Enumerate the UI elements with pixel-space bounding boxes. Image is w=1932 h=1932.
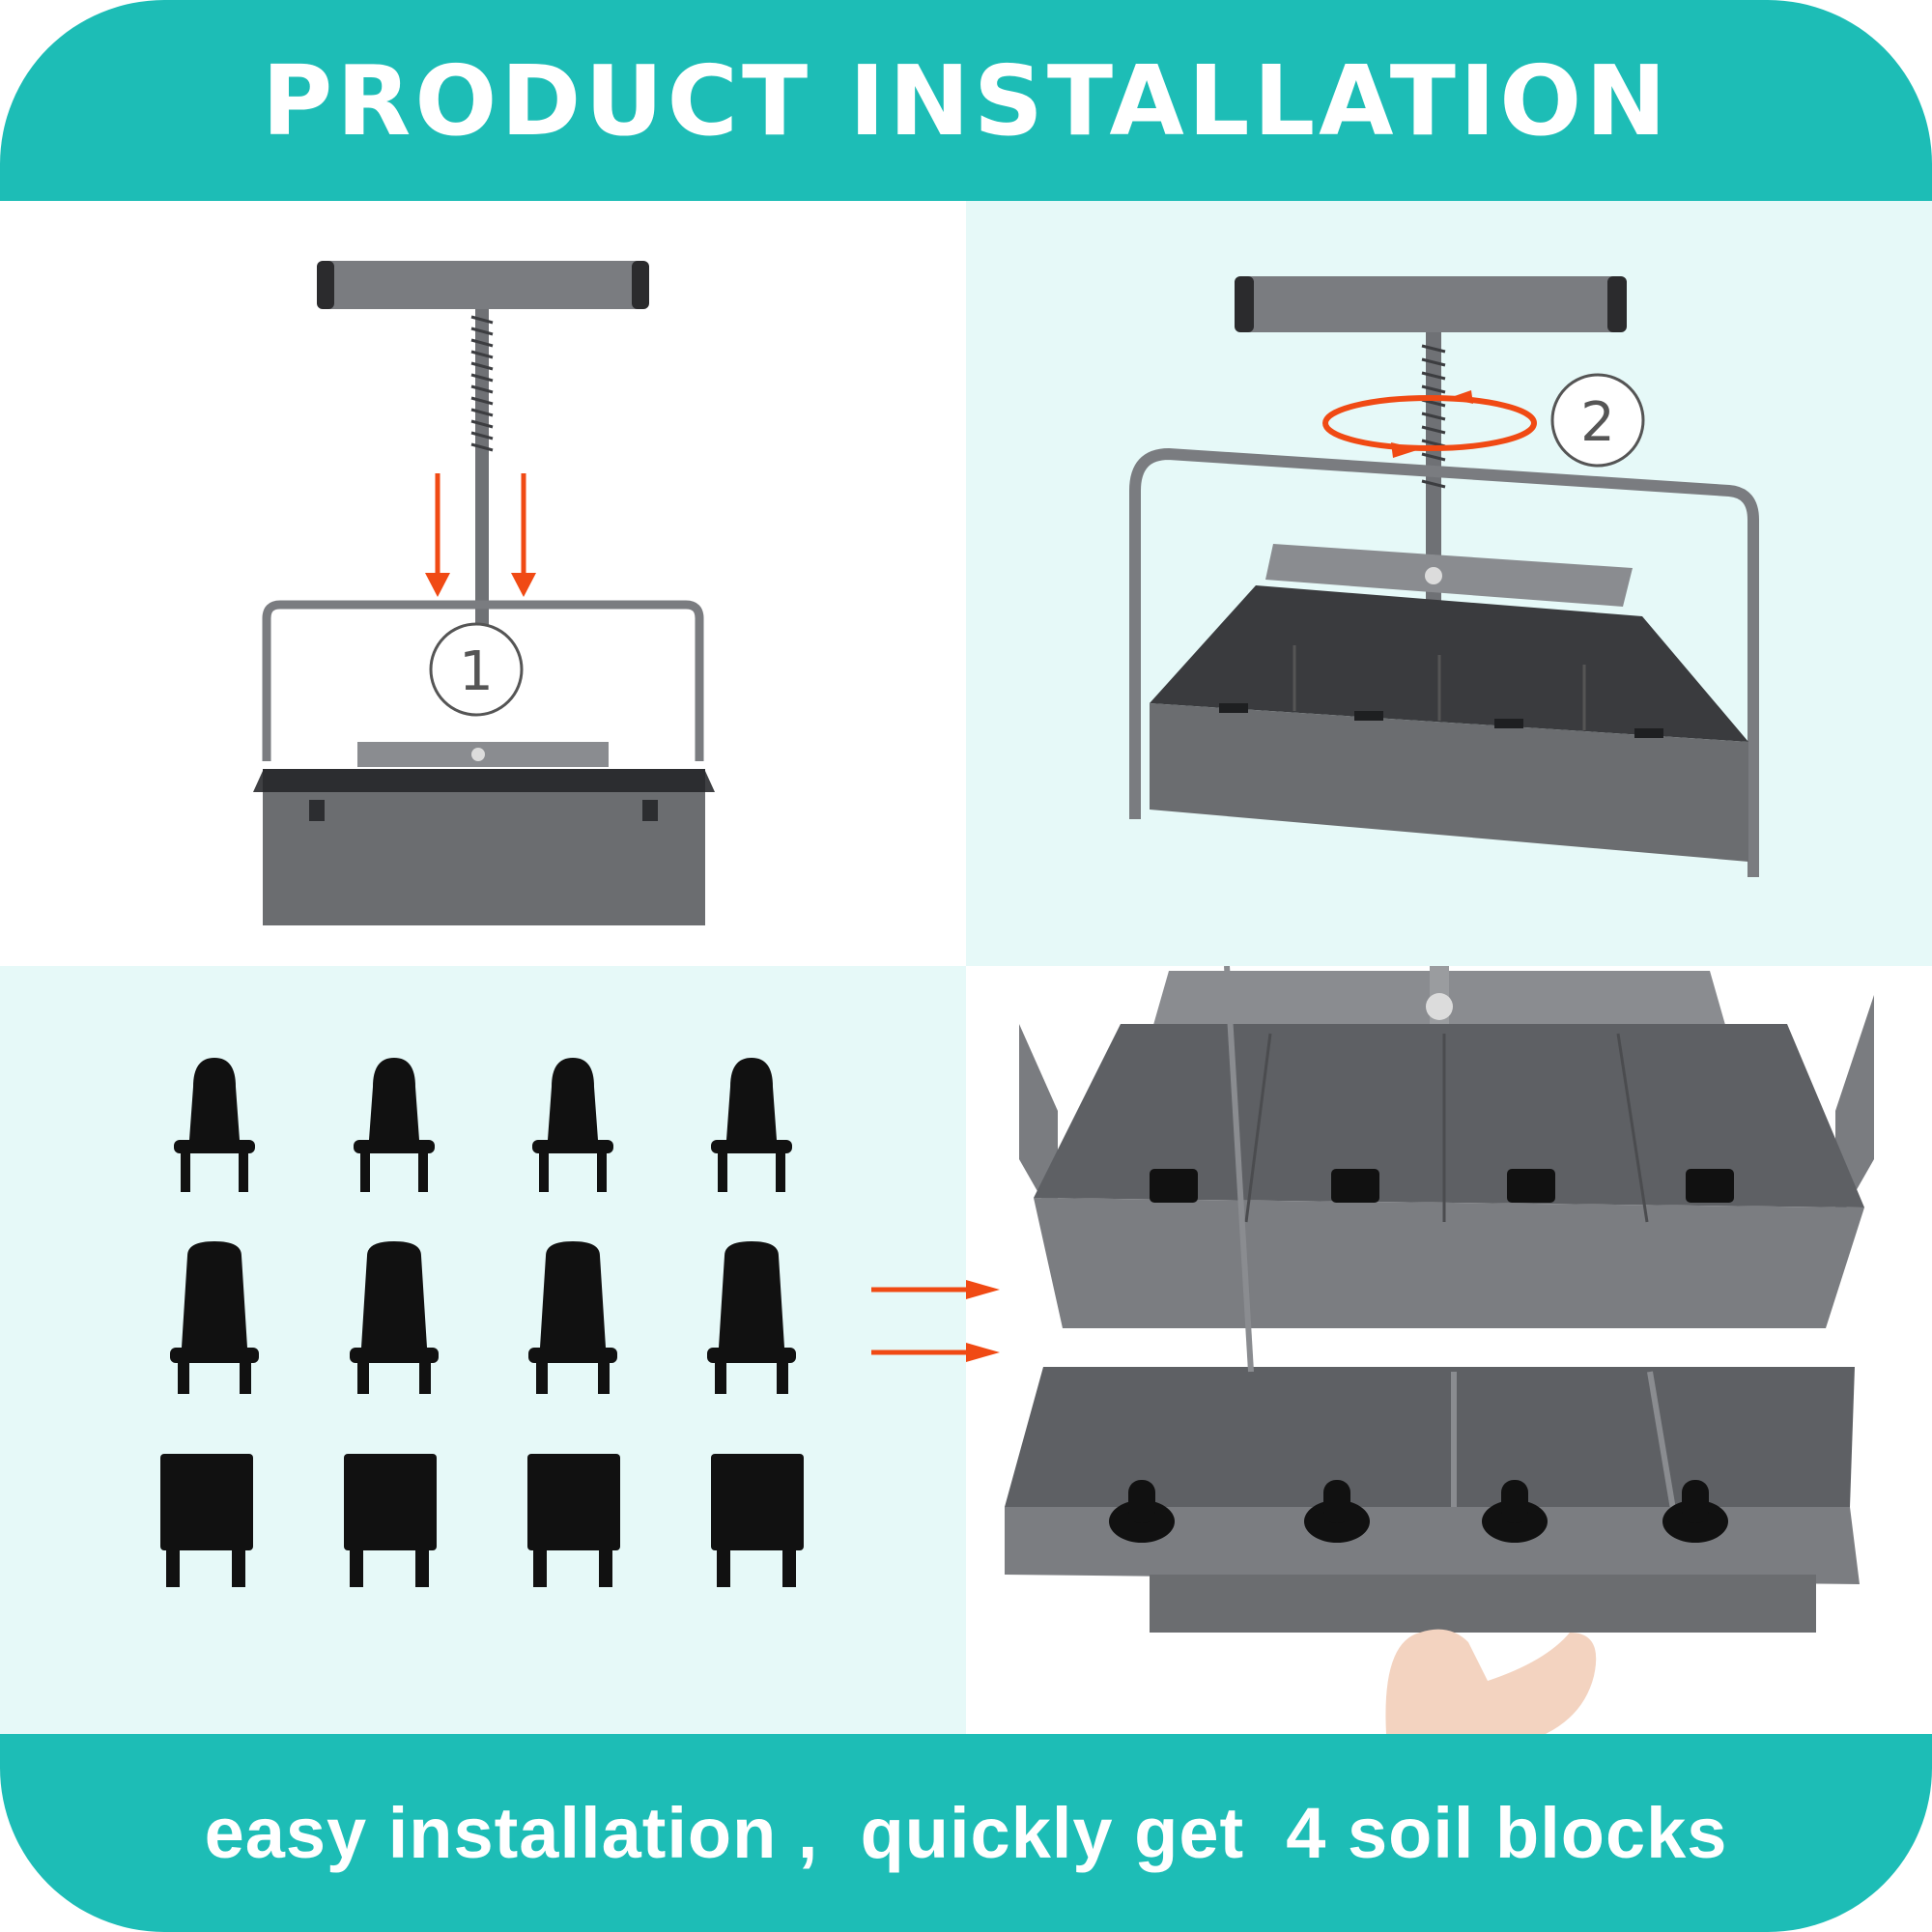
short-plunger-icon: [354, 1058, 435, 1192]
tall-plunger-icon: [707, 1241, 796, 1394]
parts-panel: [0, 966, 966, 1734]
short-plunger-icon: [532, 1058, 613, 1192]
tall-plunger-row: [170, 1241, 796, 1394]
short-plunger-row: [174, 1058, 792, 1192]
t-handle: [1235, 276, 1627, 332]
step-1-number: 1: [459, 640, 494, 703]
step-2-illustration: 2: [1129, 276, 1759, 877]
parts-illustration: [160, 1058, 966, 1587]
assembled-panel: [966, 966, 1932, 1734]
tall-plunger-icon: [350, 1241, 439, 1394]
step-2-panel: 2: [966, 201, 1932, 966]
upper-tray-body: [1034, 1198, 1864, 1328]
short-plunger-icon: [711, 1058, 792, 1192]
t-handle: [317, 261, 649, 309]
step-1-illustration: 1: [253, 261, 715, 925]
insert-arrows: [435, 473, 526, 582]
plunger-icon: [1304, 1480, 1370, 1543]
page-title: PRODUCT INSTALLATION: [262, 43, 1670, 157]
tray-body: [263, 792, 705, 925]
plunger-icon: [1482, 1480, 1548, 1543]
step-1-badge: [429, 622, 524, 717]
square-cap-icon: [344, 1454, 437, 1587]
step-2-badge: [1550, 373, 1645, 468]
footer-caption: easy installation , quickly get 4 soil b…: [204, 1793, 1728, 1873]
arrow-tip: [966, 1343, 1000, 1362]
square-cap-icon: [160, 1454, 253, 1587]
arrow-tip: [966, 1280, 1000, 1299]
lower-tray-inner: [1005, 1367, 1855, 1507]
cap-icon: [1686, 1169, 1734, 1203]
square-cap-icon: [527, 1454, 620, 1587]
plunger-icon: [1662, 1480, 1728, 1543]
cap-icon: [1507, 1169, 1555, 1203]
square-cap-row: [160, 1454, 804, 1587]
plunger-icon: [1109, 1480, 1175, 1543]
square-cap-icon: [711, 1454, 804, 1587]
cap-icon: [1150, 1169, 1198, 1203]
tray-inner: [1150, 585, 1748, 742]
lower-tray-body: [1005, 1507, 1860, 1584]
step-1-panel: 1: [0, 201, 966, 966]
step-2-number: 2: [1580, 391, 1615, 454]
hand-image: [1385, 1629, 1597, 1734]
assembled-illustration: [966, 966, 1874, 1734]
tall-plunger-icon: [170, 1241, 259, 1394]
rotate-arrow: [1322, 395, 1537, 451]
cap-icon-set: [1150, 1169, 1734, 1203]
plunger-icon-set: [1109, 1480, 1728, 1543]
tray-body: [1150, 703, 1748, 862]
frame-handle: [1129, 447, 1759, 877]
short-plunger-icon: [174, 1058, 255, 1192]
tall-plunger-icon: [528, 1241, 617, 1394]
footer-banner: easy installation , quickly get 4 soil b…: [0, 1734, 1932, 1932]
header-banner: PRODUCT INSTALLATION: [0, 0, 1932, 201]
attach-arrows: [871, 1287, 966, 1355]
cap-icon: [1331, 1169, 1379, 1203]
frame-handle: [262, 600, 704, 761]
